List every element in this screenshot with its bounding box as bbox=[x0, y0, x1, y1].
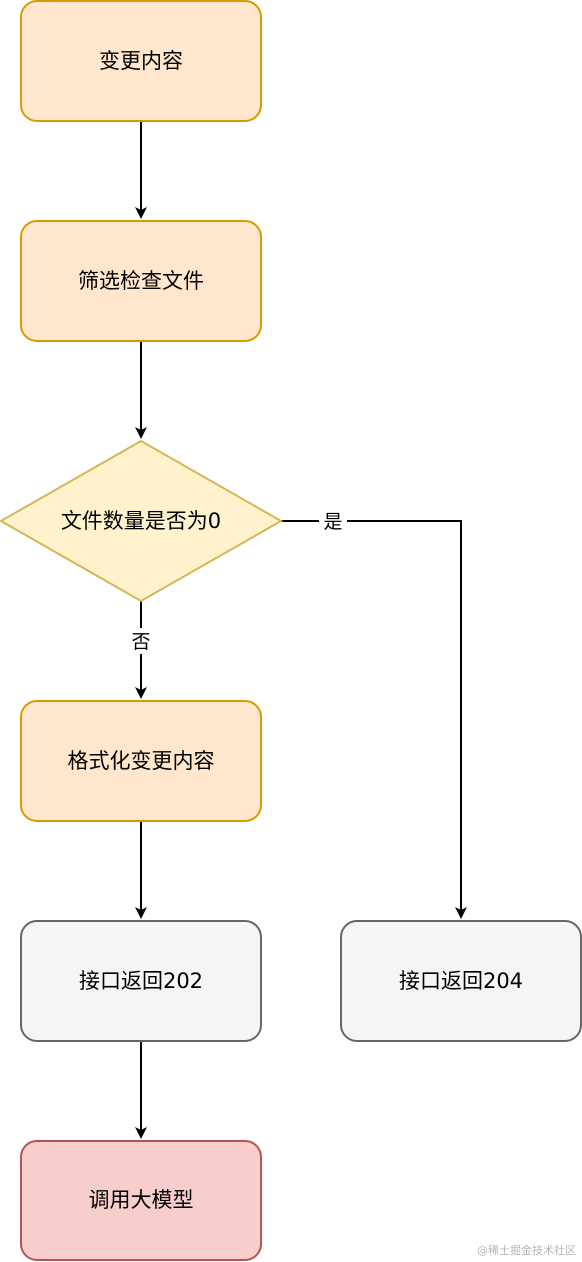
node-format-change-label: 格式化变更内容 bbox=[68, 749, 215, 773]
node-decision-diamond bbox=[0, 439, 284, 603]
node-return-202-box bbox=[20, 920, 262, 1042]
node-return-204-box bbox=[340, 920, 582, 1042]
node-return-204-label: 接口返回204 bbox=[399, 969, 523, 993]
node-format-change[interactable]: 格式化变更内容 bbox=[20, 700, 262, 822]
edge-labels: 是 否 bbox=[127, 509, 347, 654]
node-change-content-box bbox=[20, 0, 262, 122]
node-call-model[interactable]: 调用大模型 bbox=[20, 1140, 262, 1261]
edge-decision-to-204 bbox=[281, 520, 467, 919]
node-filter-files-label: 筛选检查文件 bbox=[78, 269, 204, 293]
node-call-model-box bbox=[20, 1140, 262, 1261]
node-call-model-label: 调用大模型 bbox=[89, 1188, 194, 1212]
node-change-content[interactable]: 变更内容 bbox=[20, 0, 262, 122]
node-return-202-label: 接口返回202 bbox=[79, 969, 203, 993]
node-format-change-box bbox=[20, 700, 262, 822]
node-filter-files[interactable]: 筛选检查文件 bbox=[20, 220, 262, 342]
node-return-202[interactable]: 接口返回202 bbox=[20, 920, 262, 1042]
edge-label-yes: 是 bbox=[323, 511, 342, 533]
watermark-text: @稀土掘金技术社区 bbox=[477, 1243, 576, 1257]
node-decision-label: 文件数量是否为0 bbox=[61, 509, 221, 533]
yes-label-bg bbox=[319, 509, 347, 533]
node-decision[interactable]: 文件数量是否为0 bbox=[0, 439, 284, 603]
edge-label-no: 否 bbox=[131, 631, 150, 653]
node-return-204[interactable]: 接口返回204 bbox=[340, 920, 582, 1042]
no-label-bg bbox=[127, 628, 155, 654]
node-change-content-label: 变更内容 bbox=[99, 49, 183, 73]
node-filter-files-box bbox=[20, 220, 262, 342]
